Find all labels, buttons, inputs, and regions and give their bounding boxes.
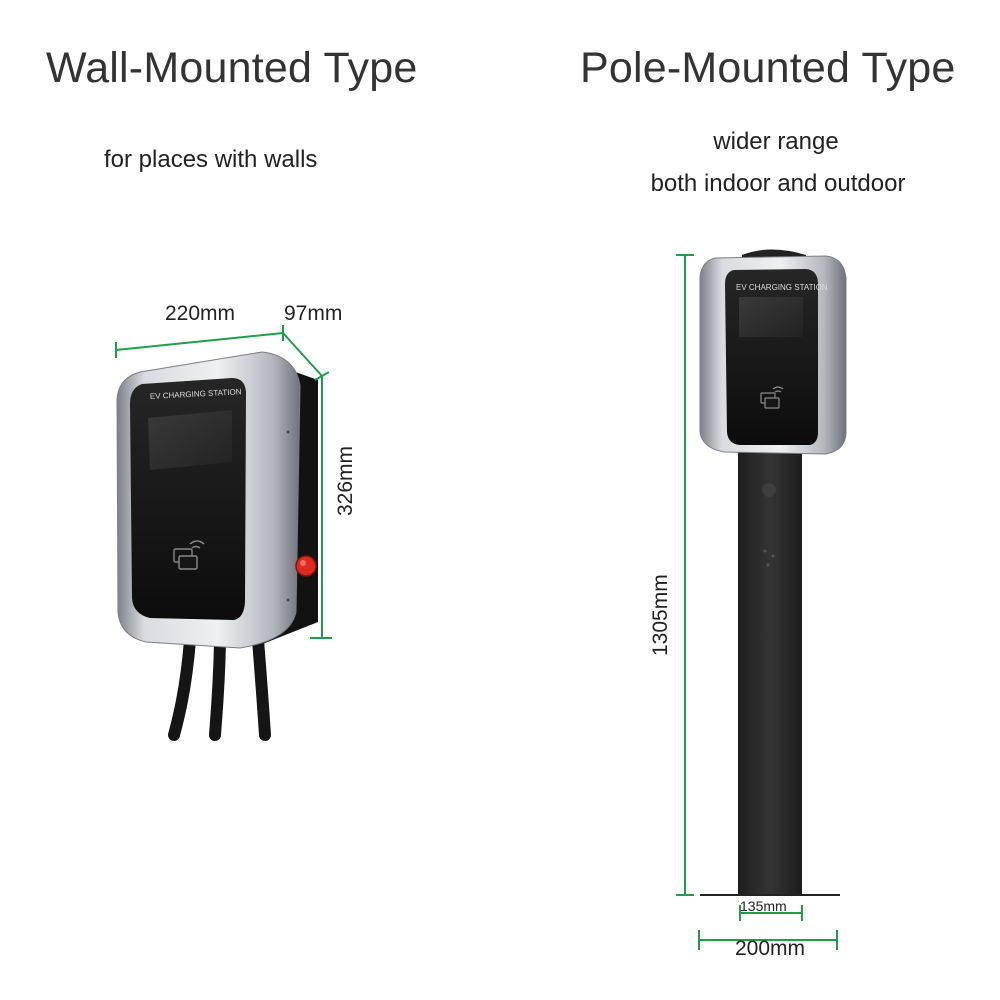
pole-height-dimension-label: 1305mm (649, 574, 672, 656)
pole-width-dimension-label: 135mm (740, 898, 787, 914)
width-dimension-label: 220mm (165, 302, 236, 325)
charger-pole (738, 450, 802, 895)
charger-display (739, 297, 803, 337)
wall-dimension-lines (115, 325, 332, 639)
pole-mounted-title: Pole-Mounted Type (580, 44, 956, 92)
wall-mounted-title: Wall-Mounted Type (46, 44, 418, 92)
charging-cable (209, 636, 226, 741)
wall-height-dimension-label: 326mm (334, 445, 357, 516)
pole-charger: EV CHARGING STATION (699, 249, 847, 896)
charger-brand-label: EV CHARGING STATION (736, 283, 828, 292)
depth-dimension-line (282, 332, 323, 377)
wall-mounted-subtitle: for places with walls (104, 146, 318, 173)
charger-display (148, 410, 232, 470)
rfid-card-icon (173, 540, 205, 570)
width-dimension-line (115, 332, 284, 351)
pole-mounted-subtitle-line2: both indoor and outdoor (650, 170, 906, 197)
charging-cable (168, 634, 196, 741)
emergency-stop-button (295, 555, 317, 577)
wall-charger: EV CHARGING STATION (116, 351, 318, 741)
charging-cable (252, 634, 271, 741)
charger-front-panel (725, 269, 818, 445)
pole-dimension-lines (676, 254, 838, 950)
rfid-card-icon (760, 386, 784, 409)
pole-mounted-subtitle-line1: wider range (713, 128, 839, 155)
depth-dimension-label: 97mm (284, 302, 343, 325)
base-width-dimension-label: 200mm (735, 937, 806, 960)
